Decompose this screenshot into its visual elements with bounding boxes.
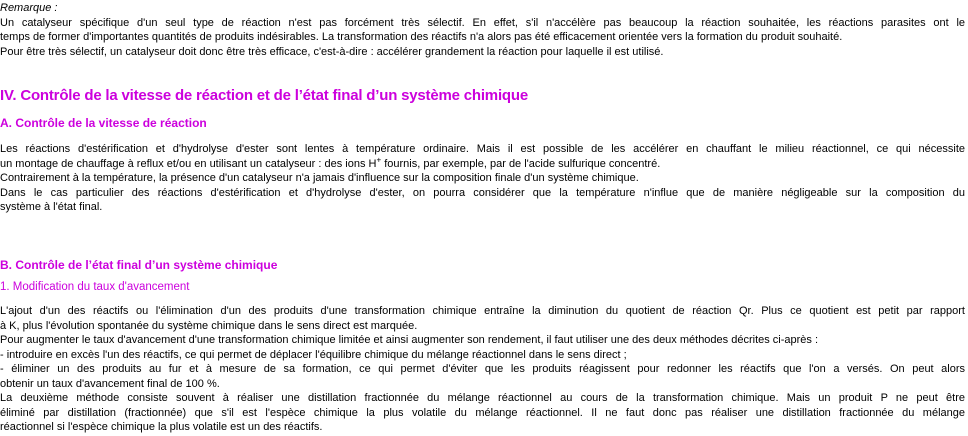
superscript: + xyxy=(376,154,382,164)
section-iv-heading: IV. Contrôle de la vitesse de réaction e… xyxy=(0,87,528,104)
section-b-paragraph: L'ajout d'un des réactifs ou l'éliminati… xyxy=(0,304,965,435)
paragraph-line: Les réactions d'estérification et d'hydr… xyxy=(0,143,965,155)
paragraph-line: Dans le cas particulier des réactions d'… xyxy=(0,186,965,199)
paragraph-line: Pour augmenter le taux d'avancement d'un… xyxy=(0,334,819,346)
paragraph-line: - éliminer un des produits au fur et à m… xyxy=(0,363,965,375)
section-b-heading: B. Contrôle de l’état final d’un système… xyxy=(0,258,278,272)
section-b-subtitle: 1. Modification du taux d'avancement xyxy=(0,281,190,293)
paragraph-line: Un catalyseur spécifique d'un seul type … xyxy=(0,16,965,29)
paragraph-line: système à l'état final. xyxy=(0,201,103,213)
section-a-paragraph: Les réactions d'estérification et d'hydr… xyxy=(0,142,965,215)
paragraph-line: L'ajout d'un des réactifs ou l'éliminati… xyxy=(0,305,965,317)
remarque-label: Remarque : xyxy=(0,2,58,14)
text: un montage de chauffage à reflux et/ou e… xyxy=(0,157,377,170)
paragraph-line: Pour être très sélectif, un catalyseur d… xyxy=(0,45,664,58)
paragraph-line: La deuxième méthode consiste souvent à r… xyxy=(0,392,965,404)
paragraph-line: un montage de chauffage à reflux et/ou e… xyxy=(0,154,965,172)
paragraph-line: Contrairement à la température, la prése… xyxy=(0,172,639,184)
remarque-block: Remarque : Un catalyseur spécifique d'un… xyxy=(0,1,965,59)
paragraph-line: obtenir un taux d'avancement final de 10… xyxy=(0,377,220,390)
paragraph-line: éliminé par distillation (fractionnée) q… xyxy=(0,406,965,419)
paragraph-line: réactionnel si l'espèce chimique la plus… xyxy=(0,421,323,433)
paragraph-line: temps de former d'importantes quantités … xyxy=(0,31,843,43)
paragraph-line: à K, plus l'évolution spontanée du systè… xyxy=(0,319,418,332)
text: fournis, par exemple, par de l'acide sul… xyxy=(381,157,661,170)
paragraph-line: - introduire en excès l'un des réactifs,… xyxy=(0,348,627,361)
section-a-heading: A. Contrôle de la vitesse de réaction xyxy=(0,116,207,130)
